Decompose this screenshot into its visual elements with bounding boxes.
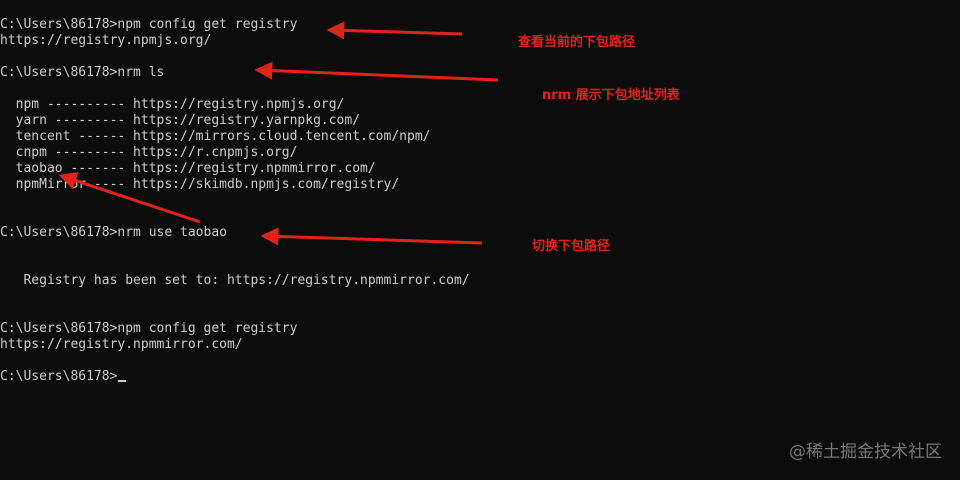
command-line: C:\Users\86178>nrm use taobao — [0, 225, 227, 240]
prompt-text: C:\Users\86178> — [0, 369, 118, 384]
annotation-nrm-list: nrm 展示下包地址列表 — [542, 88, 680, 103]
watermark: @稀土掘金技术社区 — [789, 442, 942, 462]
arrow-to-config-command — [326, 21, 463, 40]
text-cursor — [118, 380, 127, 382]
output-line: https://registry.npmmirror.com/ — [0, 337, 243, 352]
annotation-switch-registry: 切换下包路径 — [532, 239, 611, 254]
registry-list-item: npm ---------- https://registry.npmjs.or… — [0, 97, 345, 112]
registry-list-item: yarn --------- https://registry.yarnpkg.… — [0, 113, 361, 128]
command-line: C:\Users\86178>npm config get registry — [0, 321, 298, 336]
arrow-to-nrm-use-command — [260, 227, 483, 246]
prompt-line[interactable]: C:\Users\86178> — [0, 369, 127, 385]
command-line: C:\Users\86178>npm config get registry — [0, 17, 298, 32]
registry-list-item: cnpm --------- https://r.cnpmjs.org/ — [0, 145, 298, 160]
command-line: C:\Users\86178>nrm ls — [0, 65, 165, 80]
registry-list-item: tencent ------ https://mirrors.cloud.ten… — [0, 129, 431, 144]
annotation-view-registry: 查看当前的下包路径 — [518, 35, 636, 50]
arrow-to-taobao-entry — [58, 172, 201, 224]
output-line: https://registry.npmjs.org/ — [0, 33, 212, 48]
registry-list-item: taobao ------- https://registry.npmmirro… — [0, 161, 376, 176]
output-line: Registry has been set to: https://regist… — [0, 273, 470, 288]
arrow-to-nrm-ls-command — [254, 61, 499, 82]
